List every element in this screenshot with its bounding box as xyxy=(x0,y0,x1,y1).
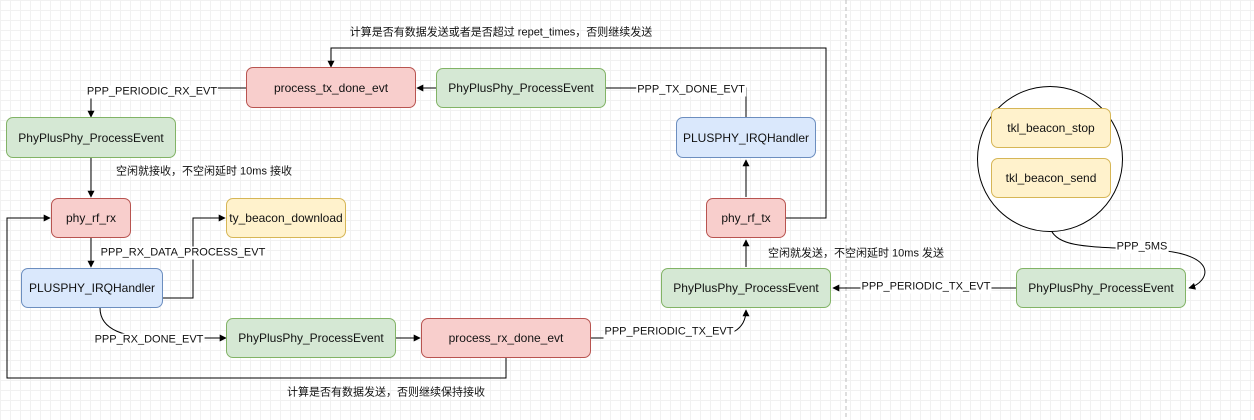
node-process-tx-done-evt[interactable]: process_tx_done_evt xyxy=(246,67,416,108)
node-process-rx-done-evt[interactable]: process_rx_done_evt xyxy=(421,318,591,358)
label-periodic-tx-bottom: PPP_PERIODIC_TX_EVT xyxy=(603,325,735,339)
label-periodic-tx-right: PPP_PERIODIC_TX_EVT xyxy=(860,280,992,294)
node-plusphy-irq-left[interactable]: PLUSPHY_IRQHandler xyxy=(21,268,163,308)
node-tkl-beacon-send[interactable]: tkl_beacon_send xyxy=(991,158,1111,198)
node-green-left[interactable]: PhyPlusPhy_ProcessEvent xyxy=(6,117,176,158)
label-rx-data-process: PPP_RX_DATA_PROCESS_EVT xyxy=(99,246,267,260)
node-phy-rf-tx[interactable]: phy_rf_tx xyxy=(706,198,786,238)
node-ty-beacon-download[interactable]: ty_beacon_download xyxy=(226,198,346,238)
node-plusphy-irq-right[interactable]: PLUSPHY_IRQHandler xyxy=(676,117,816,158)
label-top-note: 计算是否有数据发送或者是否超过 repet_times，否则继续发送 xyxy=(349,26,653,39)
node-green-bottom[interactable]: PhyPlusPhy_ProcessEvent xyxy=(226,318,396,358)
label-ppp-5ms: PPP_5MS xyxy=(1115,240,1169,254)
label-periodic-rx: PPP_PERIODIC_RX_EVT xyxy=(85,85,219,99)
label-idle-rx: 空闲就接收，不空闲延时 10ms 接收 xyxy=(115,165,293,178)
edge-rx-done-loop-to-rx xyxy=(6,214,507,379)
label-rx-done: PPP_RX_DONE_EVT xyxy=(93,333,205,347)
node-phy-rf-rx[interactable]: phy_rf_rx xyxy=(51,198,131,238)
edge-tx-to-top-loop xyxy=(327,47,827,219)
label-tx-done: PPP_TX_DONE_EVT xyxy=(636,83,746,97)
label-idle-tx: 空闲就发送，不空闲延时 10ms 发送 xyxy=(767,247,945,260)
node-green-top[interactable]: PhyPlusPhy_ProcessEvent xyxy=(436,68,606,108)
node-green-far-right[interactable]: PhyPlusPhy_ProcessEvent xyxy=(1016,268,1186,308)
node-green-right[interactable]: PhyPlusPhy_ProcessEvent xyxy=(661,268,831,308)
node-tkl-beacon-stop[interactable]: tkl_beacon_stop xyxy=(991,108,1111,148)
edge-irq-right-to-green-top xyxy=(579,84,747,117)
label-bottom-note: 计算是否有数据发送，否则继续保持接收 xyxy=(287,386,485,399)
